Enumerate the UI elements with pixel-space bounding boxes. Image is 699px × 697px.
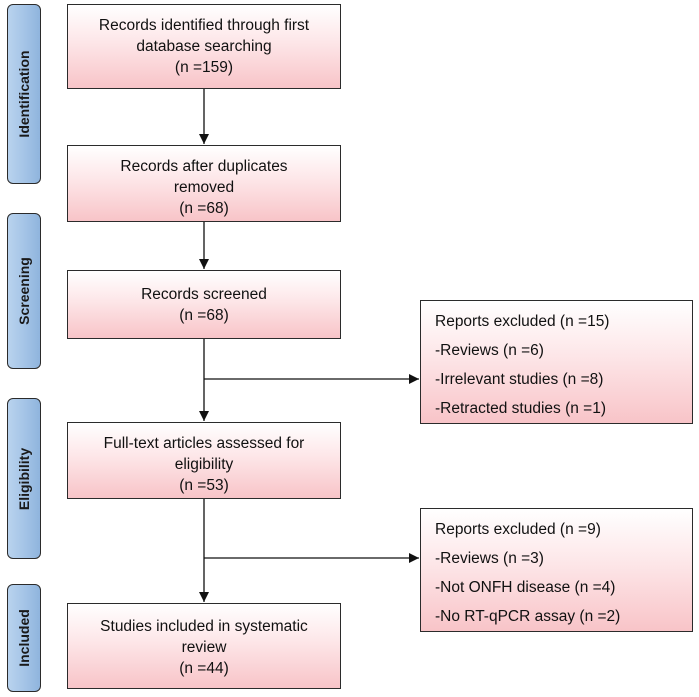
box-text: eligibility [174, 456, 234, 473]
box-text: Full-text articles assessed for [103, 435, 305, 452]
box-count: (n =159) [174, 59, 234, 76]
box-text: Records after duplicates [120, 158, 288, 175]
phase-identification: Identification [7, 4, 41, 184]
box-text: Records screened [141, 286, 267, 303]
box-records-deduplicated: Records after duplicates removed (n =68) [67, 145, 341, 222]
box-count: (n =68) [179, 200, 229, 217]
box-count: (n =44) [179, 660, 229, 677]
box-text: Records identified through first [98, 17, 310, 34]
box-count: (n =68) [179, 307, 229, 324]
box-studies-included: Studies included in systematic review (n… [67, 603, 341, 689]
phase-screening: Screening [7, 213, 41, 369]
phase-eligibility: Eligibility [7, 398, 41, 559]
box-text: review [181, 639, 227, 656]
exclusion-total: Reports excluded (n =9) [435, 521, 601, 538]
exclusion-item: -Irrelevant studies (n =8) [435, 371, 604, 388]
phase-included: Included [7, 584, 41, 692]
box-exclusions-eligibility: Reports excluded (n =9) -Reviews (n =3) … [420, 508, 693, 632]
box-text: Studies included in systematic [100, 618, 308, 635]
exclusion-item: -Retracted studies (n =1) [435, 400, 607, 417]
exclusion-item: -Not ONFH disease (n =4) [435, 579, 616, 596]
exclusion-item: -No RT-qPCR assay (n =2) [435, 608, 621, 625]
box-count: (n =53) [179, 477, 229, 494]
box-records-identified: Records identified through first databas… [67, 4, 341, 89]
box-text: removed [173, 179, 235, 196]
exclusion-item: -Reviews (n =6) [435, 342, 544, 359]
exclusion-total: Reports excluded (n =15) [435, 313, 610, 330]
box-text: database searching [136, 38, 272, 55]
box-exclusions-screening: Reports excluded (n =15) -Reviews (n =6)… [420, 300, 693, 424]
box-fulltext-assessed: Full-text articles assessed for eligibil… [67, 422, 341, 499]
exclusion-item: -Reviews (n =3) [435, 550, 544, 567]
box-records-screened: Records screened (n =68) [67, 270, 341, 339]
